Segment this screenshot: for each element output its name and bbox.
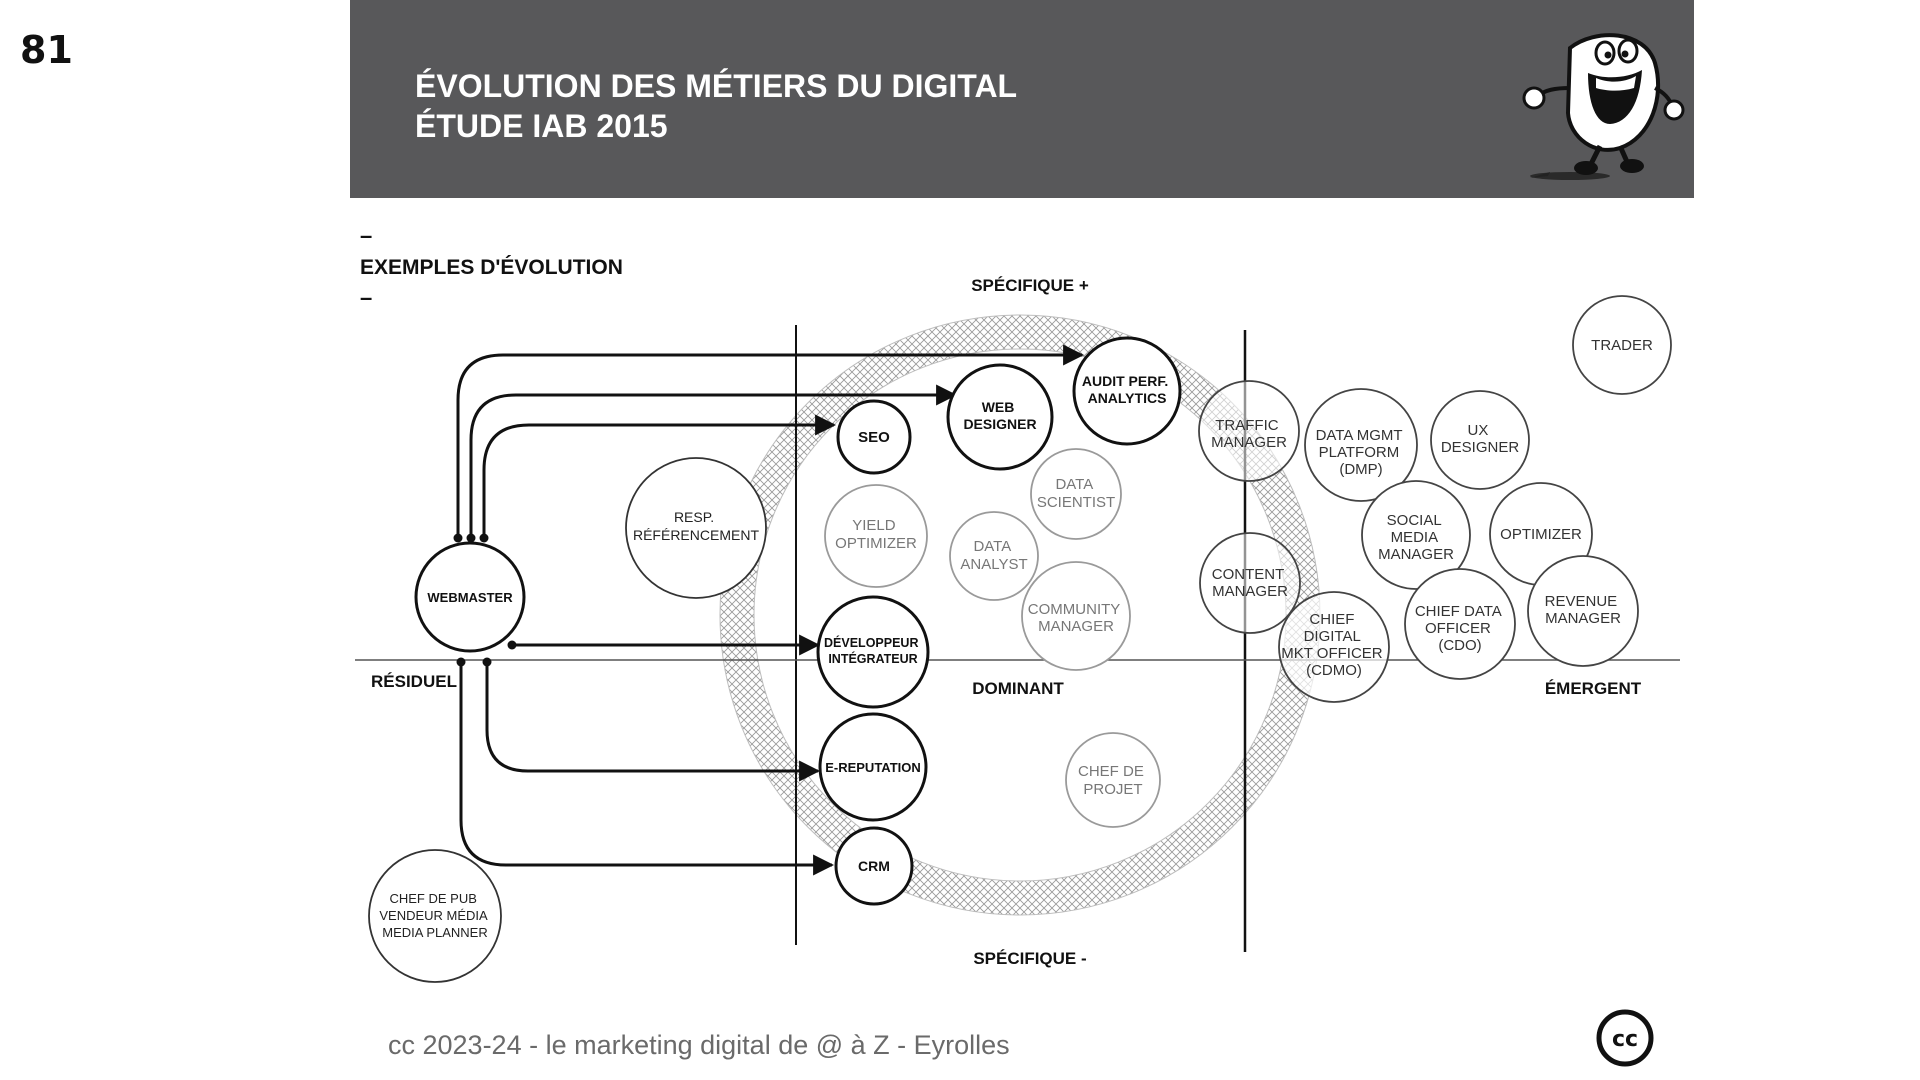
role-resp-referencement: RESP. RÉFÉRENCEMENT	[625, 457, 767, 599]
svg-text:DATA SCIENTIST: DATA SCIENTIST	[1037, 476, 1115, 511]
role-ux-designer: UX DESIGNER	[1430, 390, 1530, 490]
role-web-designer: WEB DESIGNER	[946, 363, 1054, 471]
role-data-scientist: DATA SCIENTIST	[1030, 448, 1122, 540]
arrow-to-audit-perf	[456, 344, 1085, 538]
slide-title-line-2: ÉTUDE IAB 2015	[415, 108, 668, 144]
role-yield-optimizer: YIELD OPTIMIZER	[824, 484, 928, 588]
page-number: 81	[20, 28, 73, 72]
creative-commons-icon: cc	[1596, 1009, 1654, 1067]
role-chef-de-projet: CHEF DE PROJET	[1065, 732, 1161, 828]
role-revenue-manager: REVENUE MANAGER	[1527, 555, 1639, 667]
section-dash-bottom: –	[360, 285, 372, 310]
role-e-reputation: E-REPUTATION	[818, 712, 928, 822]
arrow-to-e-reputation	[485, 662, 821, 782]
role-chef-de-pub: CHEF DE PUB VENDEUR MÉDIA MEDIA PLANNER	[368, 849, 502, 983]
axis-label-right: ÉMERGENT	[1545, 679, 1642, 698]
axis-label-center: DOMINANT	[972, 679, 1064, 698]
svg-text:YIELD OPTIMIZER: YIELD OPTIMIZER	[835, 517, 917, 552]
svg-text:CRM: CRM	[858, 858, 890, 874]
role-traffic-manager: TRAFFIC MANAGER	[1198, 380, 1300, 482]
axis-label-bottom: SPÉCIFIQUE -	[973, 949, 1086, 968]
creative-commons-label: cc	[1612, 1027, 1638, 1052]
svg-text:CHEF DE PROJET: CHEF DE PROJET	[1078, 763, 1148, 798]
role-seo: SEO	[836, 399, 912, 475]
svg-text:OPTIMIZER: OPTIMIZER	[1500, 526, 1582, 543]
svg-text:WEB DESIGNER: WEB DESIGNER	[963, 399, 1036, 432]
svg-text:SEO: SEO	[858, 429, 890, 446]
axis-label-left: RÉSIDUEL	[371, 672, 457, 691]
arrow-to-crm	[459, 662, 835, 876]
footer-copyright: cc 2023-24 - le marketing digital de @ à…	[388, 1030, 1010, 1060]
svg-text:E-REPUTATION: E-REPUTATION	[825, 760, 921, 775]
slide-title-line-1: ÉVOLUTION DES MÉTIERS DU DIGITAL	[415, 68, 1018, 104]
section-title: EXEMPLES D'ÉVOLUTION	[360, 256, 623, 279]
role-data-mgmt-platform: DATA MGMT PLATFORM (DMP)	[1304, 388, 1418, 502]
svg-text:CHIEF DIGITAL MKT: CHIEF DIGITAL MKT OFFICER (CDMO)	[1281, 611, 1387, 679]
svg-text:REVENUE MANAGER: REVENUE MANAGER	[1545, 593, 1622, 627]
role-crm: CRM	[834, 826, 914, 906]
role-trader: TRADER	[1572, 295, 1672, 395]
svg-text:CONTENT MANAGER: CONTENT MANAGER	[1212, 566, 1288, 600]
svg-text:WEBMASTER: WEBMASTER	[427, 590, 513, 605]
role-chief-digital-mkt-officer: CHIEF DIGITAL MKT OFFICER (CDMO)	[1278, 591, 1390, 703]
role-data-analyst: DATA ANALYST	[949, 511, 1039, 601]
svg-text:TRADER: TRADER	[1591, 337, 1653, 354]
role-social-media-manager: SOCIAL MEDIA MANAGER	[1361, 480, 1471, 590]
slide-title: ÉVOLUTION DES MÉTIERS DU DIGITAL ÉTUDE I…	[415, 66, 1017, 146]
role-audit-perf-analytics: AUDIT PERF. ANALYTICS	[1072, 336, 1182, 446]
svg-text:AUDIT PERF. ANALYTICS: AUDIT PERF. ANALYTICS	[1082, 373, 1172, 406]
axis-label-top: SPÉCIFIQUE +	[971, 276, 1089, 295]
evolution-arrows	[456, 344, 1085, 876]
arrow-to-seo	[482, 414, 837, 538]
role-developpeur-integrateur: DÉVELOPPEUR INTÉGRATEUR	[816, 595, 930, 709]
svg-text:COMMUNITY MANAGER: COMMUNITY MANAGER	[1028, 601, 1124, 635]
running-mascot-icon	[1522, 33, 1685, 180]
role-webmaster: WEBMASTER	[414, 541, 526, 653]
arrow-to-web-designer	[469, 384, 958, 538]
svg-text:DATA ANALYST: DATA ANALYST	[960, 538, 1027, 573]
svg-text:UX DESIGNER: UX DESIGNER	[1441, 422, 1520, 456]
slide-header: ÉVOLUTION DES MÉTIERS DU DIGITAL ÉTUDE I…	[350, 0, 1694, 198]
role-content-manager: CONTENT MANAGER	[1199, 532, 1301, 634]
svg-text:SOCIAL MEDIA MANAG: SOCIAL MEDIA MANAGER	[1378, 512, 1454, 563]
svg-text:CHIEF DATA OFFICER: CHIEF DATA OFFICER (CDO)	[1415, 603, 1505, 654]
svg-text:DÉVELOPPEUR INTÉGRATEUR: DÉVELOPPEUR INTÉGRATEUR	[824, 635, 922, 666]
section-dash-top: –	[360, 223, 372, 248]
svg-text:TRAFFIC MANAGER: TRAFFIC MANAGER	[1211, 417, 1287, 451]
role-chief-data-officer: CHIEF DATA OFFICER (CDO)	[1404, 568, 1516, 680]
role-community-manager: COMMUNITY MANAGER	[1021, 561, 1131, 671]
svg-text:CHEF DE PUB VENDEUR MÉDI: CHEF DE PUB VENDEUR MÉDIA MEDIA PLANNER	[379, 891, 490, 940]
svg-text:DATA MGMT PLATFORM: DATA MGMT PLATFORM (DMP)	[1316, 427, 1407, 478]
svg-text:RESP. RÉFÉRENCEMENT: RESP. RÉFÉRENCEMENT	[633, 509, 759, 543]
